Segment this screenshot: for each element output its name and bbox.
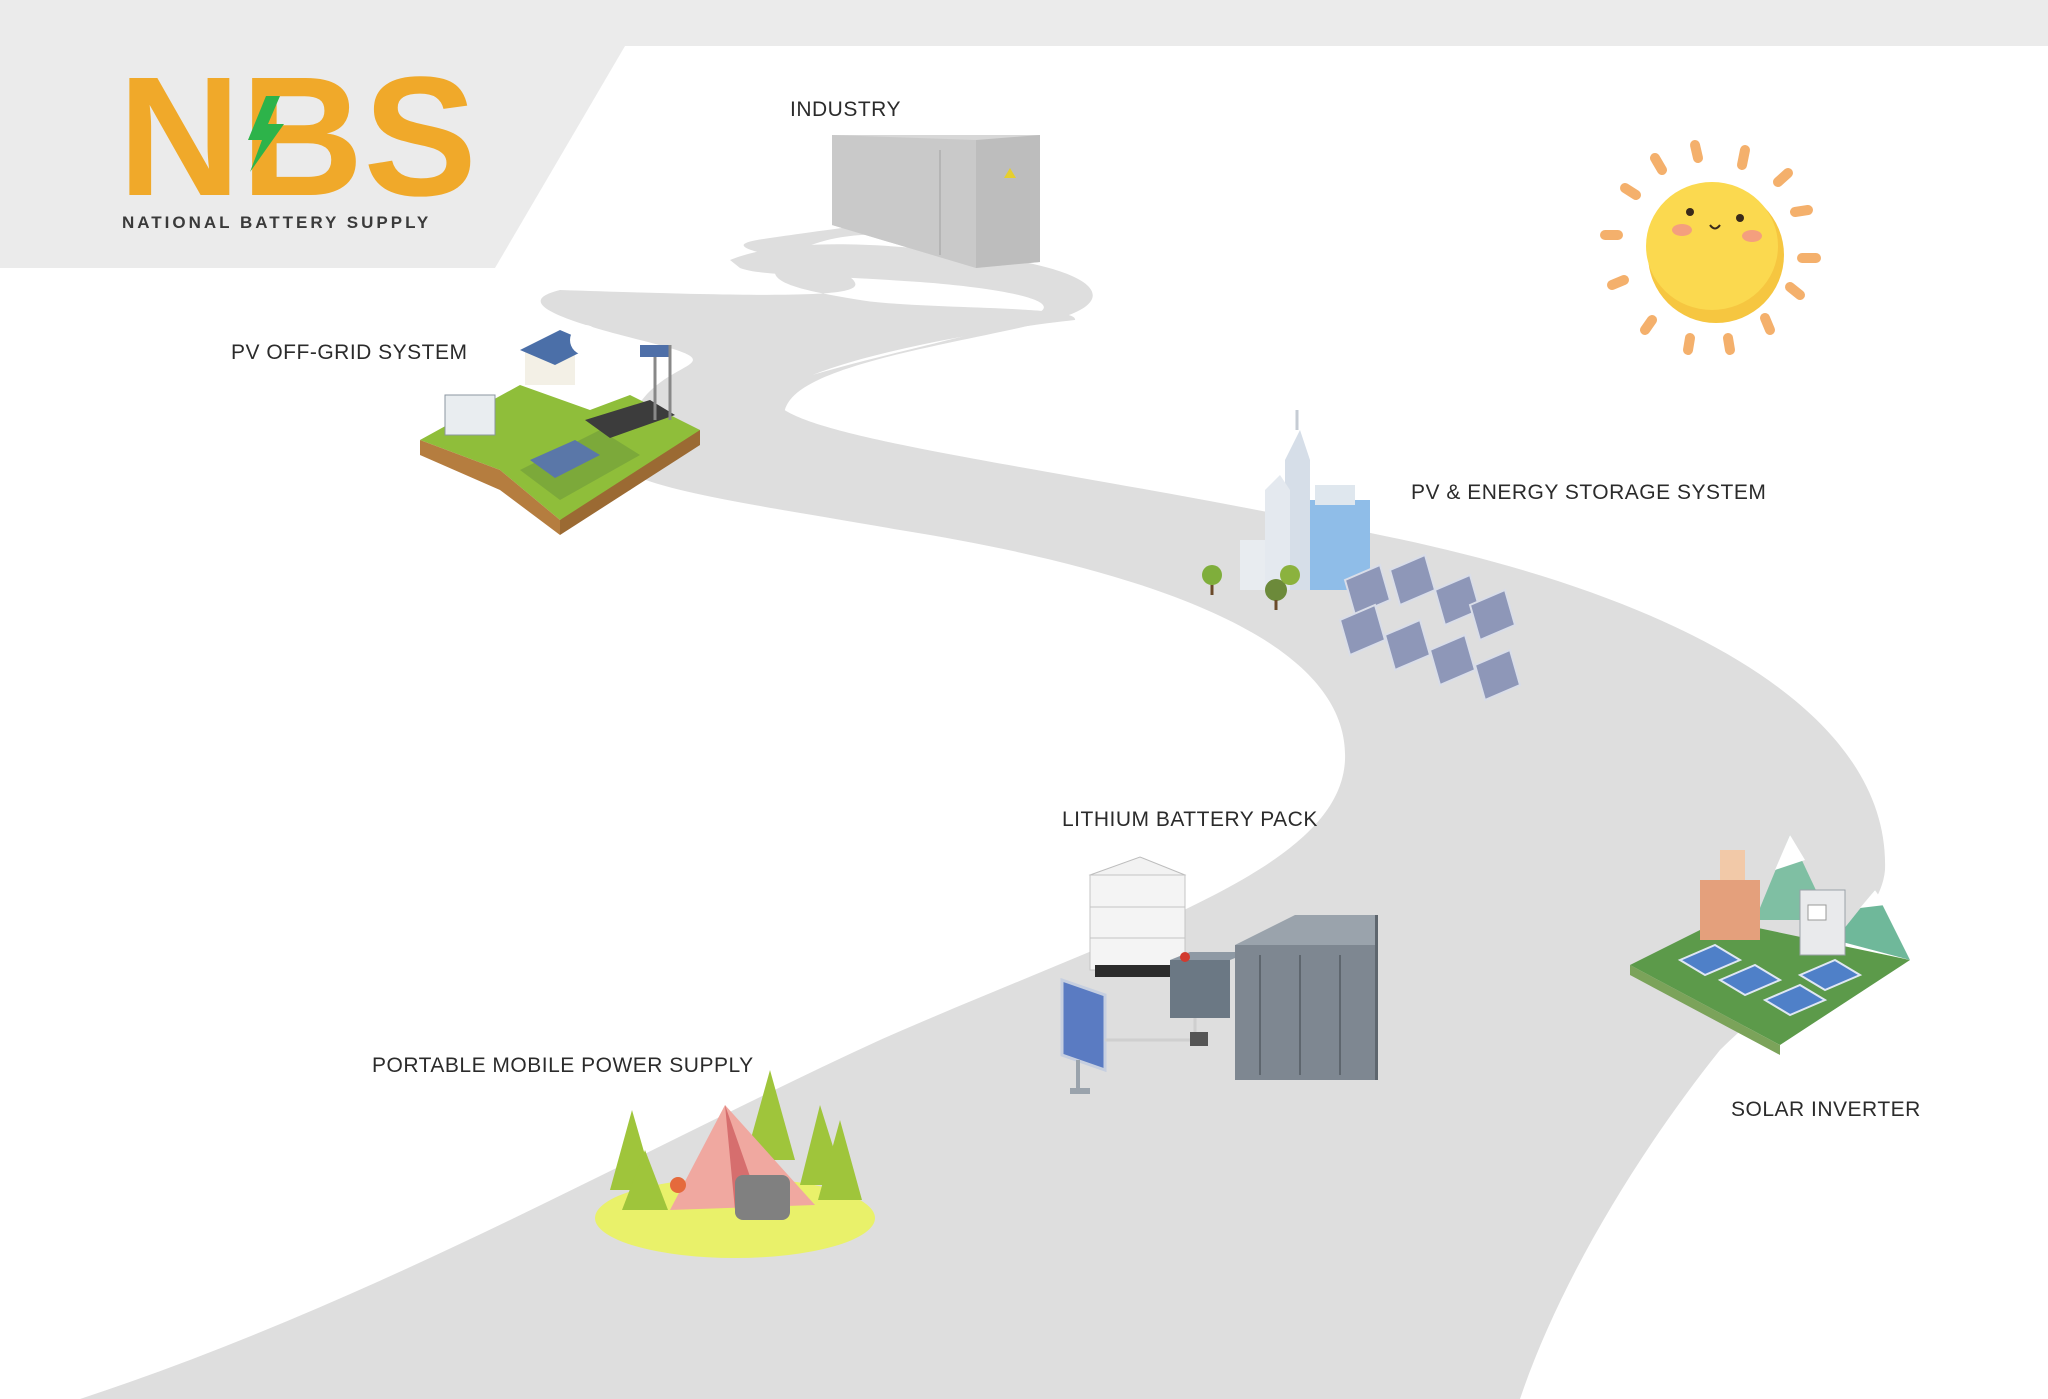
brand-logo: NBS <box>118 42 477 232</box>
label-lithium-battery-pack: LITHIUM BATTERY PACK <box>1062 808 1318 831</box>
label-solar-inverter: SOLAR INVERTER <box>1731 1098 1921 1121</box>
label-pv-off-grid: PV OFF-GRID SYSTEM <box>231 341 468 364</box>
city-solar-icon <box>1202 410 1522 702</box>
container-icon <box>832 135 1040 268</box>
label-portable-power: PORTABLE MOBILE POWER SUPPLY <box>372 1054 754 1077</box>
camping-icon <box>595 1070 875 1258</box>
logo-panel <box>0 0 625 268</box>
logo-tagline: NATIONAL BATTERY SUPPLY <box>122 213 431 232</box>
logo-letters: NBS <box>118 42 477 232</box>
sun-icon <box>1600 140 1821 355</box>
road-upper-loop <box>636 244 1093 470</box>
battery-system-icon <box>1060 856 1378 1094</box>
inverter-island-icon <box>1630 835 1910 1055</box>
farm-island-icon <box>420 325 700 535</box>
label-pv-energy-storage: PV & ENERGY STORAGE SYSTEM <box>1411 481 1766 504</box>
road <box>80 224 1886 1399</box>
lightning-bolt-icon <box>248 96 284 172</box>
label-industry: INDUSTRY <box>790 98 901 121</box>
